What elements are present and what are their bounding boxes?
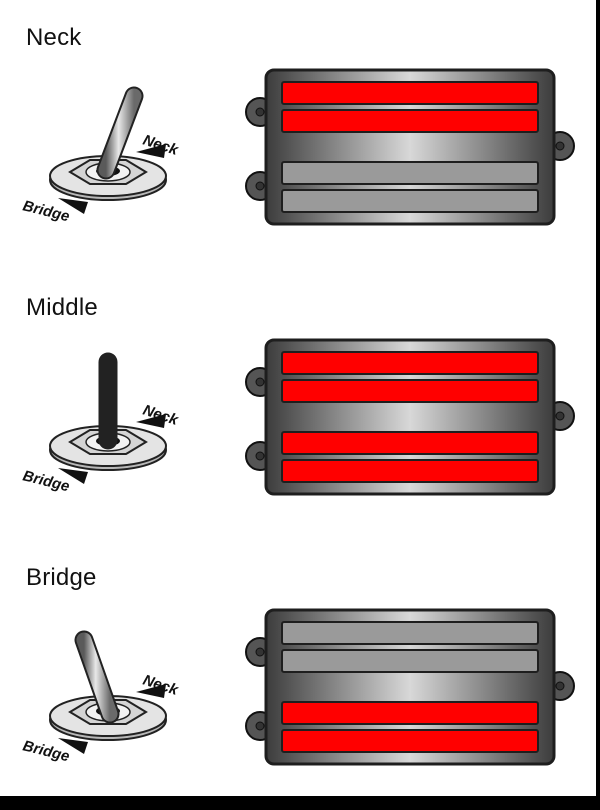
pickup-coil-1-active [281, 81, 539, 105]
section-title: Bridge [26, 564, 97, 591]
pickup-coil-4-active [281, 459, 539, 483]
pickup-coil-4-inactive [281, 189, 539, 213]
pickup-coil-3-active [281, 701, 539, 725]
pickup-coil-2-inactive [281, 649, 539, 673]
pickup-coil-2-active [281, 379, 539, 403]
pickup-coil-1-active [281, 351, 539, 375]
toggle-bridge-label: Bridge [21, 467, 71, 495]
pickup-coil-1-inactive [281, 621, 539, 645]
humbucker-pickup-icon [245, 68, 575, 226]
toggle-lever [96, 86, 144, 180]
toggle-bridge-label: Bridge [21, 737, 71, 765]
section-title: Middle [26, 294, 98, 321]
pickup-coil-3-inactive [281, 161, 539, 185]
pickup-coil-4-active [281, 729, 539, 753]
section-title: Neck [26, 24, 82, 51]
humbucker-pickup-icon [245, 338, 575, 496]
toggle-lever [74, 630, 120, 724]
toggle-bridge-label: Bridge [21, 197, 71, 225]
humbucker-pickup-icon [245, 608, 575, 766]
pickup-coil-3-active [281, 431, 539, 455]
pickup-coil-2-active [281, 109, 539, 133]
